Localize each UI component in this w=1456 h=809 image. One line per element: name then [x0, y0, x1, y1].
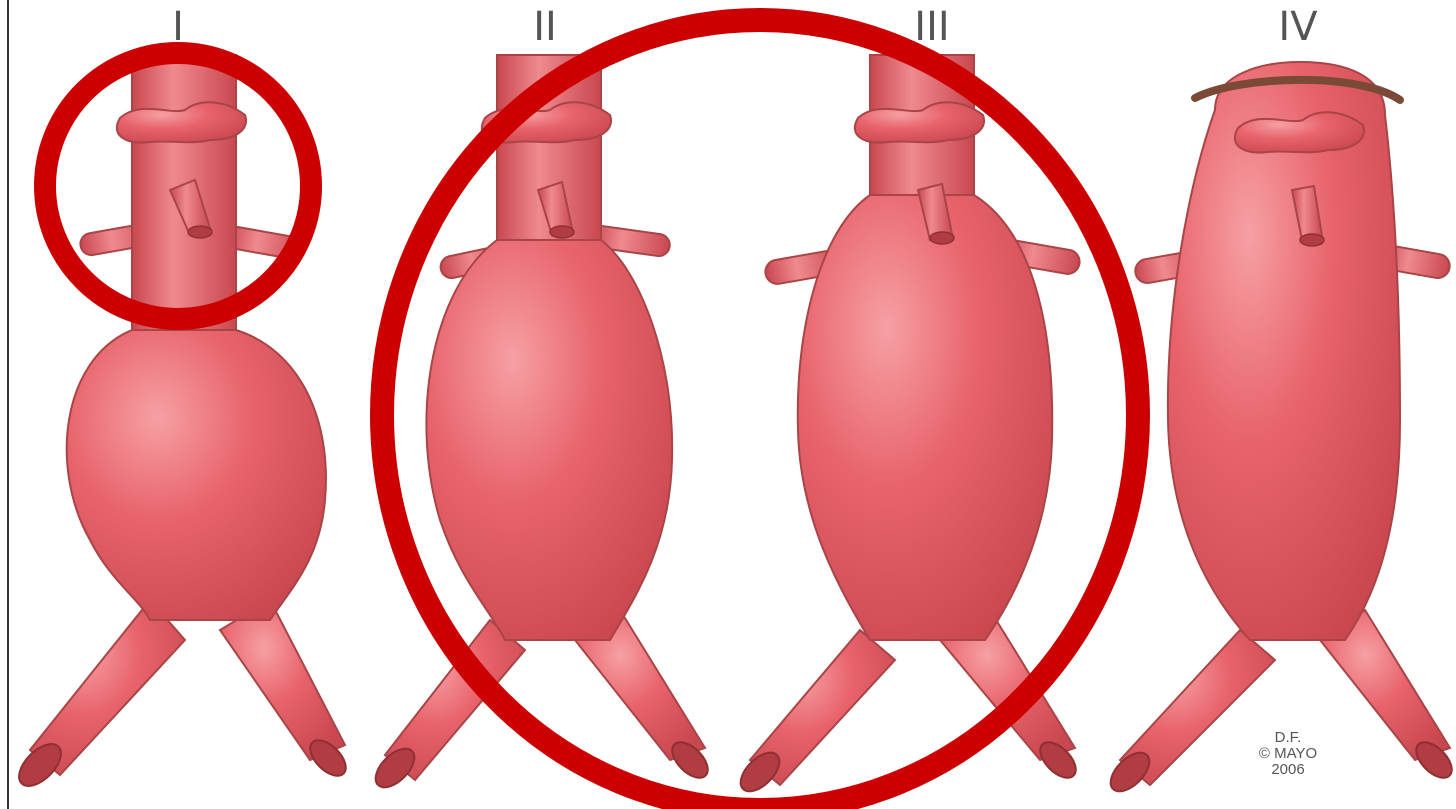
- mesenteric-lumen: [188, 226, 212, 238]
- aneurysm-panel-type-4: IV D.F. © MAYO 2006: [1104, 4, 1456, 798]
- panel-label-type-4: IV: [1278, 4, 1318, 50]
- credit-copyright: © MAYO: [1259, 745, 1317, 762]
- panel-label-type-3: III: [914, 4, 949, 50]
- aneurysm-sac: [798, 195, 1052, 640]
- credit-year: 2006: [1271, 761, 1304, 778]
- right-iliac-artery: [220, 600, 345, 760]
- panel-label-type-2: II: [533, 4, 557, 50]
- mesenteric-lumen: [930, 232, 954, 244]
- aneurysm-sac: [426, 240, 672, 640]
- mesenteric-lumen: [1300, 234, 1324, 246]
- aneurysm-panel-type-2: II: [369, 4, 714, 794]
- mesenteric-lumen: [550, 226, 574, 238]
- credit-author: D.F.: [1275, 729, 1302, 746]
- aneurysm-sac: [67, 330, 326, 620]
